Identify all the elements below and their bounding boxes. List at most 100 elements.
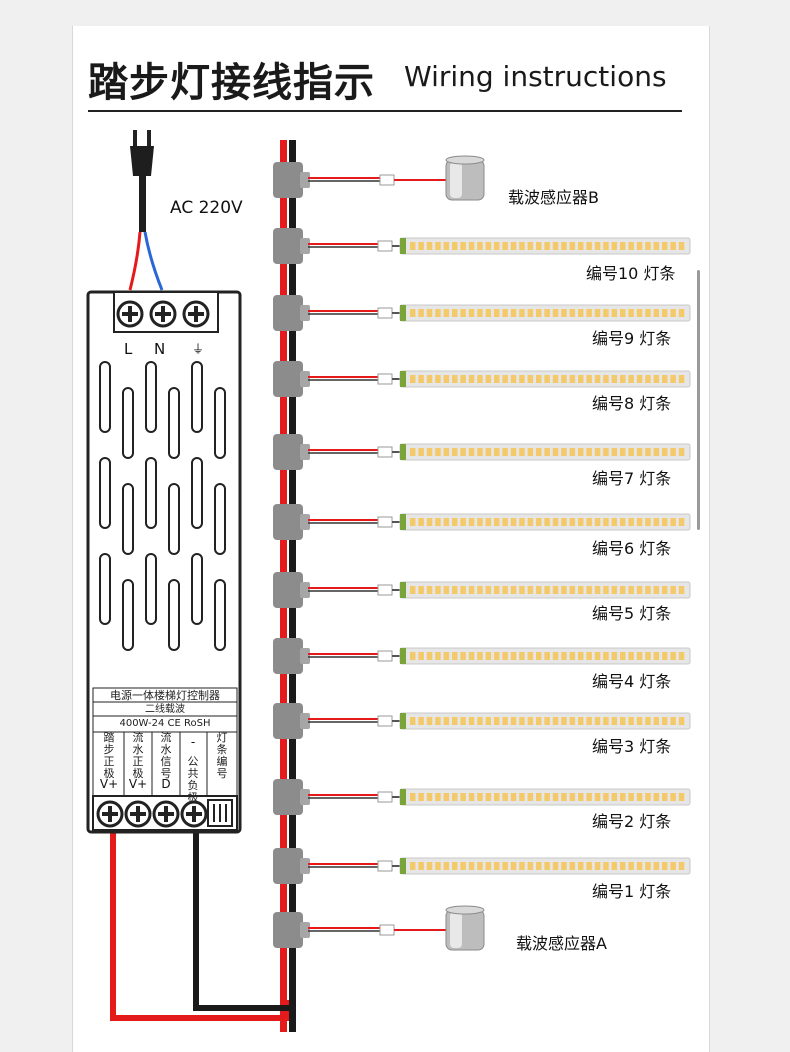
led-chip (653, 375, 660, 383)
led-chip (578, 793, 584, 801)
led-chip (603, 717, 609, 725)
led-chip (645, 717, 651, 725)
led-strip (399, 513, 691, 531)
led-chip (552, 793, 559, 801)
vent-slot (99, 553, 111, 625)
led-strip (399, 443, 691, 461)
led-chip (468, 518, 475, 526)
vent-slot (191, 553, 203, 625)
led-chip (460, 652, 466, 660)
vent-slot (122, 579, 134, 651)
led-chip (502, 375, 508, 383)
tee-connector (273, 703, 310, 739)
led-chip (510, 518, 517, 526)
led-strip (399, 647, 691, 665)
strip-plug (377, 860, 393, 872)
led-chip (594, 448, 601, 456)
column-symbol-2: V+ (128, 777, 148, 791)
strip-plug (377, 715, 393, 727)
led-chip (620, 717, 626, 725)
tee-outlet (300, 713, 310, 729)
led-chip (561, 375, 567, 383)
tee-body (273, 434, 303, 470)
led-chip (603, 586, 609, 594)
led-chip (544, 586, 550, 594)
led-chip (552, 309, 559, 317)
strip-end-cap (400, 305, 406, 321)
led-chip (628, 309, 634, 317)
vent-slot (168, 579, 180, 651)
led-chip (443, 448, 450, 456)
led-chip (485, 586, 492, 594)
led-chip (502, 586, 508, 594)
led-chip (426, 586, 433, 594)
led-chip (586, 717, 592, 725)
led-chip (468, 862, 475, 870)
led-chip (468, 309, 475, 317)
terminal-screw (152, 800, 180, 828)
led-chip (410, 717, 416, 725)
terminal-label-n: N (154, 340, 166, 358)
led-chip (536, 309, 542, 317)
led-chip (494, 717, 500, 725)
led-chip (620, 309, 626, 317)
led-chip (477, 309, 483, 317)
led-chip (510, 586, 517, 594)
live-wire (128, 231, 142, 291)
led-chip (645, 309, 651, 317)
led-chip (662, 793, 668, 801)
strip-label-1: 编号1 灯条 (592, 882, 672, 901)
controller-vents (99, 361, 226, 651)
led-chip (477, 518, 483, 526)
led-chip (544, 448, 550, 456)
led-chip (477, 717, 483, 725)
neutral-wire (143, 231, 164, 291)
led-chip (611, 793, 618, 801)
vent-slot (168, 483, 180, 555)
led-chip (569, 793, 576, 801)
sensor-b-label: 载波感应器B (508, 188, 599, 207)
led-chip (653, 448, 660, 456)
led-chip (636, 448, 643, 456)
controller-box (86, 290, 242, 834)
led-chip (578, 518, 584, 526)
led-chip (435, 652, 441, 660)
led-strip (399, 370, 691, 388)
led-chip (578, 448, 584, 456)
led-chip (477, 375, 483, 383)
led-chip (410, 518, 416, 526)
led-chip (620, 586, 626, 594)
strip-label-4: 编号4 灯条 (592, 672, 672, 691)
bottom-label-area (92, 731, 238, 797)
led-chip (443, 793, 450, 801)
led-chip (678, 862, 685, 870)
led-chip (594, 242, 601, 250)
led-chip (485, 242, 492, 250)
led-chip (443, 652, 450, 660)
vent-slot (214, 579, 226, 651)
led-chip (494, 518, 500, 526)
led-chip (527, 518, 534, 526)
led-chip (502, 652, 508, 660)
led-strip (399, 712, 691, 730)
led-chip (468, 375, 475, 383)
led-chip (536, 717, 542, 725)
led-chip (510, 793, 517, 801)
led-chip (485, 793, 492, 801)
column-text-4: 公共负极 (187, 755, 199, 804)
vent-slot (168, 387, 180, 459)
led-chip (502, 309, 508, 317)
scrollbar[interactable] (697, 270, 700, 530)
led-chip (603, 375, 609, 383)
led-chip (527, 309, 534, 317)
led-chip (628, 652, 634, 660)
led-chip (662, 309, 668, 317)
led-chip (569, 518, 576, 526)
title-divider (88, 110, 682, 112)
led-chip (460, 242, 466, 250)
led-chip (460, 586, 466, 594)
strip-label-5: 编号5 灯条 (592, 604, 672, 623)
led-chip (569, 717, 576, 725)
led-chip (519, 586, 525, 594)
power-plug (128, 130, 164, 291)
